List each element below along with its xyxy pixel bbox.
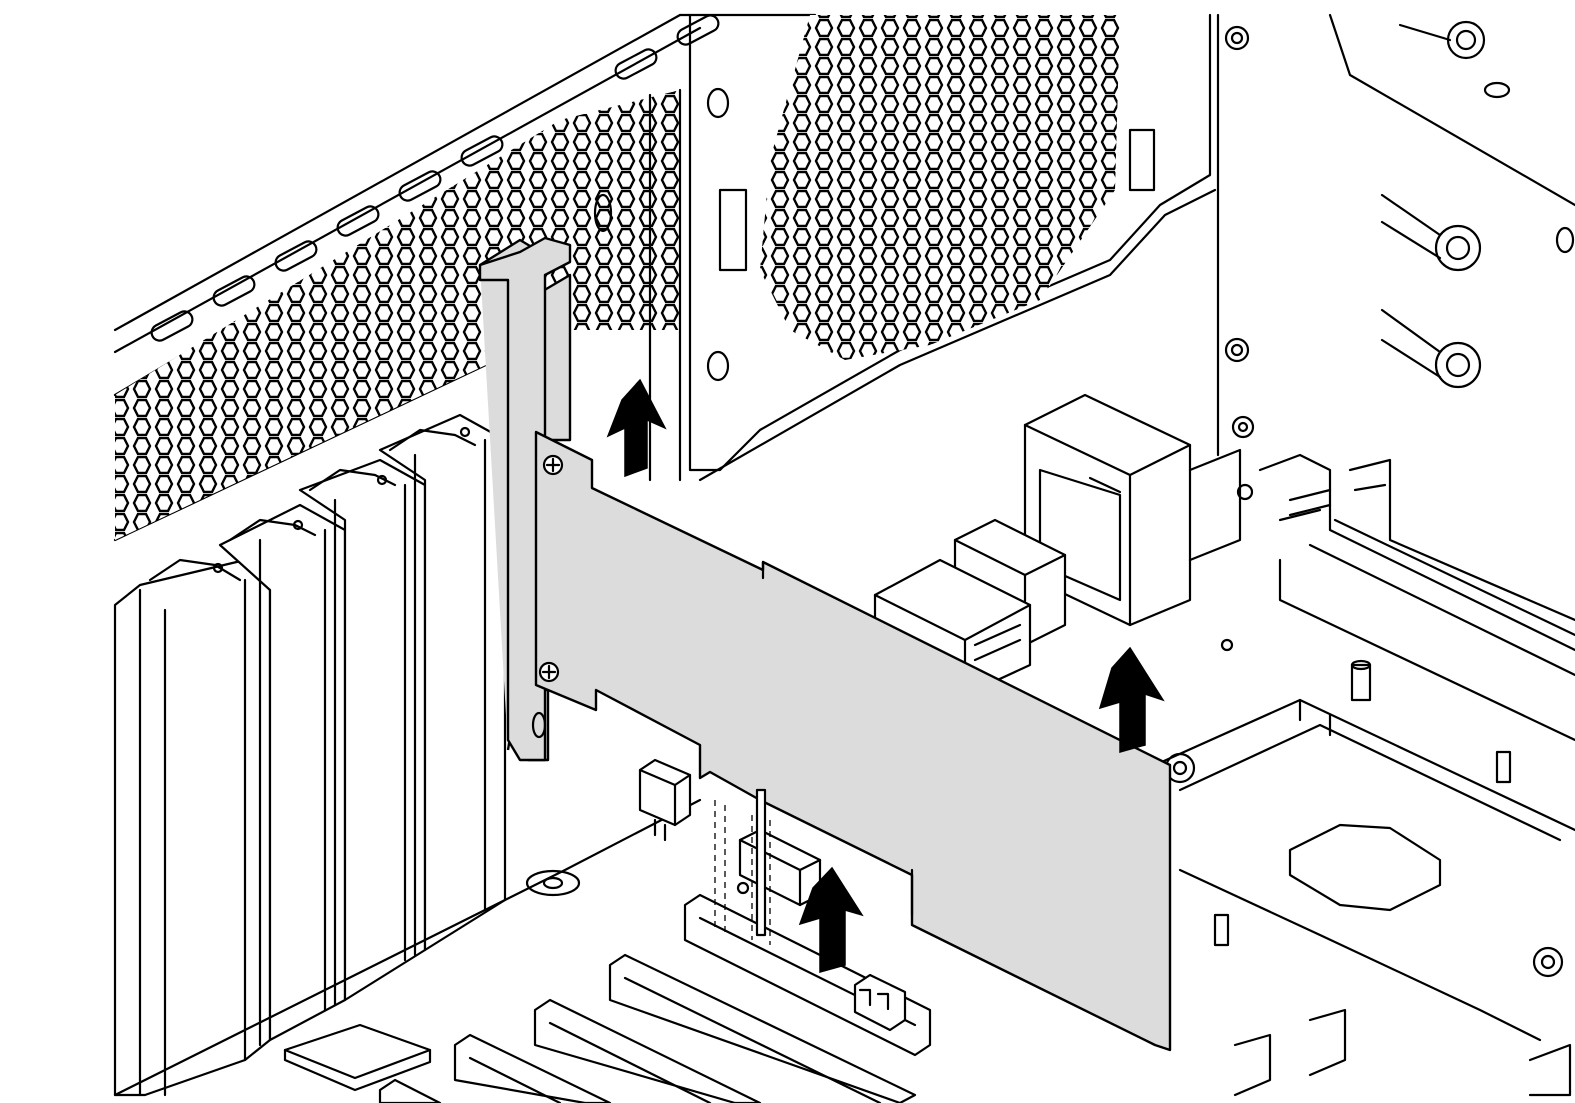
screw-icon bbox=[542, 454, 564, 476]
up-arrow-icon bbox=[606, 378, 667, 478]
keyhole-slots bbox=[1380, 20, 1486, 389]
cable-connectors bbox=[638, 758, 907, 1032]
up-arrow-icon bbox=[798, 866, 864, 973]
up-arrow-icon bbox=[1098, 646, 1165, 753]
dimm-slots bbox=[1258, 453, 1575, 742]
adapter-bracket bbox=[478, 236, 572, 762]
fan-bracket bbox=[593, 13, 1217, 482]
port-connectors bbox=[873, 393, 1242, 697]
pcie-slot-covers bbox=[113, 413, 507, 1097]
screw-icon bbox=[538, 661, 560, 683]
side-panel-rivets bbox=[1224, 25, 1575, 439]
side-panel bbox=[1216, 13, 1575, 457]
processor-socket bbox=[1153, 483, 1575, 1097]
adapter-card bbox=[534, 430, 1172, 1052]
rail-slots bbox=[150, 14, 720, 342]
